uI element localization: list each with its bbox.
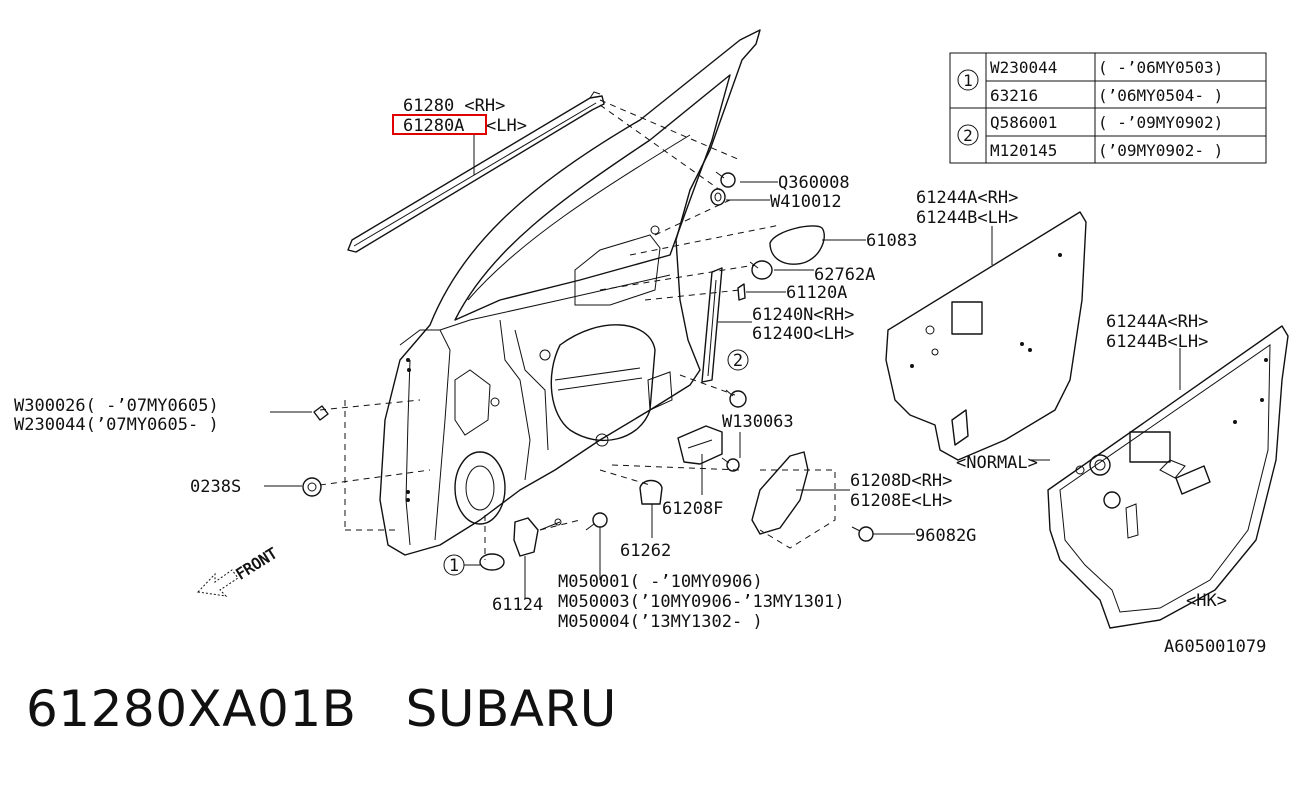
callout-ref-2: 2 <box>963 126 973 145</box>
table-range: ( -’06MY0503) <box>1098 58 1223 77</box>
label-61280-rh: 61280 <RH> <box>403 96 505 116</box>
highlight-box <box>392 114 487 135</box>
label-61244b-hk: 61244B<LH> <box>1106 332 1208 352</box>
label-w300026: W300026( -’07MY0605) <box>14 396 219 416</box>
table-part: 63216 <box>990 86 1038 105</box>
label-w230044: W230044(’07MY0605- ) <box>14 415 219 435</box>
label-m050003: M050003(’10MY0906-’13MY1301) <box>558 592 845 612</box>
ref-circle-1 <box>443 554 465 576</box>
label-61083: 61083 <box>866 231 917 251</box>
lock-61124 <box>513 517 539 557</box>
diagram-id: A605001079 <box>1164 637 1266 657</box>
label-0238s: 0238S <box>190 477 241 497</box>
label-61208d: 61208D<RH> <box>850 471 952 491</box>
front-label: FRONT <box>233 544 281 583</box>
bumper-61262 <box>639 479 663 505</box>
table-part: Q586001 <box>990 113 1057 132</box>
label-hk: <HK> <box>1186 591 1227 611</box>
label-w410012: W410012 <box>770 192 842 212</box>
label-w130063: W130063 <box>722 412 794 432</box>
label-61240o: 61240O<LH> <box>752 324 854 344</box>
callout-circle-2 <box>957 124 979 146</box>
grommet-w410012 <box>710 188 726 206</box>
label-61244b-normal: 61244B<LH> <box>916 208 1018 228</box>
nut-0238s <box>302 477 322 497</box>
table-range: ( -’09MY0902) <box>1098 113 1223 132</box>
leader-lines <box>264 133 1181 598</box>
screw-m050001 <box>585 512 608 531</box>
caption-gap <box>356 680 405 738</box>
label-61244a-normal: 61244A<RH> <box>916 188 1018 208</box>
regulator-rail-61240 <box>701 267 723 383</box>
label-61240n: 61240N<RH> <box>752 305 854 325</box>
door-inner-panel <box>379 29 761 556</box>
callout-ref-1: 1 <box>963 71 973 90</box>
bolt-ref2 <box>725 389 747 408</box>
hardware-parts <box>302 171 874 571</box>
callout-table: 1 2 W230044 ( -’06MY0503) 63216 (’06MY05… <box>949 52 1267 164</box>
label-96082g: 96082G <box>915 526 976 546</box>
cover-61208d <box>751 451 809 535</box>
weatherstrip-61280 <box>347 91 605 253</box>
part-labels: 61280 <RH> 61280A <LH> Q360008 W410012 6… <box>14 96 1266 657</box>
label-m050004: M050004(’13MY1302- ) <box>558 612 763 632</box>
label-61244a-hk: 61244A<RH> <box>1106 312 1208 332</box>
label-61280a-lh: <LH> <box>486 116 527 136</box>
label-61262: 61262 <box>620 541 671 561</box>
handle-61208f <box>677 425 723 465</box>
label-62762a: 62762A <box>814 265 875 285</box>
bolt-q360008 <box>715 171 736 188</box>
callout-circle-1 <box>957 69 979 91</box>
table-range: (’09MY0902- ) <box>1098 141 1223 160</box>
plug-ref1 <box>479 553 505 571</box>
caption: 61280XA01B SUBARU <box>26 680 617 738</box>
table-part: W230044 <box>990 58 1057 77</box>
clip-w300026 <box>313 405 329 421</box>
table-range: (’06MY0504- ) <box>1098 86 1223 105</box>
label-61208f: 61208F <box>662 499 723 519</box>
bolt-w130063 <box>721 457 740 472</box>
label-61124: 61124 <box>492 595 543 615</box>
label-normal: <NORMAL> <box>956 453 1038 473</box>
label-61120a: 61120A <box>786 283 847 303</box>
table-part: M120145 <box>990 141 1057 160</box>
label-61208e: 61208E<LH> <box>850 491 952 511</box>
ref-2-label: 2 <box>733 351 743 371</box>
pad-61083 <box>769 225 825 265</box>
caption-part-number: 61280XA01B <box>26 680 357 738</box>
clip-61120a <box>737 283 746 301</box>
front-arrow: FRONT <box>196 544 281 597</box>
ref-circle-2 <box>727 349 749 371</box>
caption-brand: SUBARU <box>405 680 617 738</box>
trim-panel-hk <box>1047 325 1289 629</box>
label-61280a-code: 61280A <box>403 116 464 136</box>
trim-panel-normal <box>885 211 1087 461</box>
assembly-lines <box>319 99 836 560</box>
clip-96082g <box>851 526 874 542</box>
label-q360008: Q360008 <box>778 173 850 193</box>
ref-1-label: 1 <box>449 556 459 576</box>
label-m050001: M050001( -’10MY0906) <box>558 572 763 592</box>
cap-62762a <box>749 260 773 280</box>
